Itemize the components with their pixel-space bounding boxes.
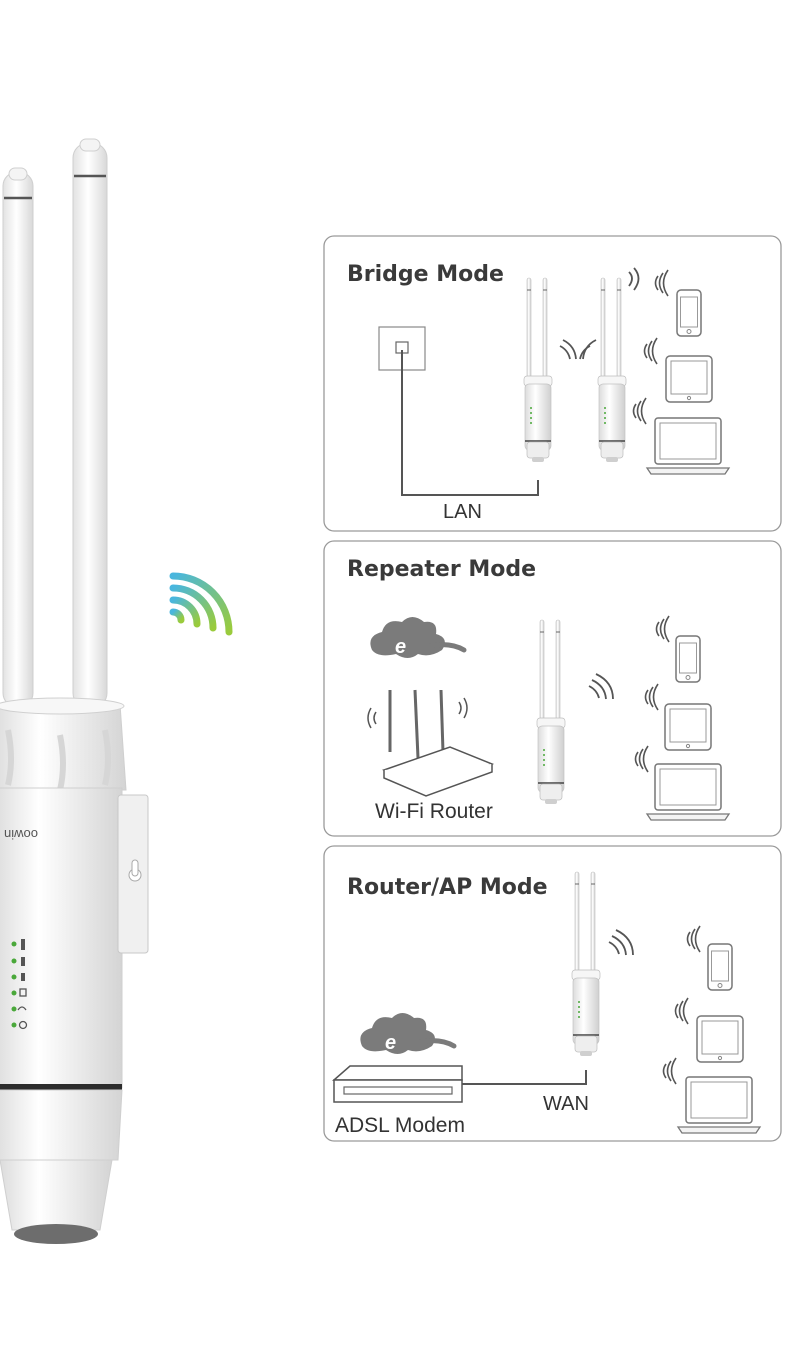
wifi-signal-icon <box>559 267 640 360</box>
svg-text:e: e <box>385 1032 396 1054</box>
panel-bridge-mode: Bridge Mode LAN <box>323 235 782 532</box>
wifi-router-label: Wi-Fi Router <box>375 800 493 823</box>
panel-title: Router/AP Mode <box>347 875 548 900</box>
panel-repeater-mode: Repeater Mode e Wi-Fi Router <box>323 540 782 837</box>
wan-label: WAN <box>543 1093 589 1115</box>
panel-title: Repeater Mode <box>347 557 536 582</box>
led-indicators <box>11 939 28 1030</box>
antenna-left <box>2 167 34 708</box>
panel-router-ap-mode: Router/AP Mode e WAN ADSL Modem <box>323 845 782 1142</box>
phone-icon <box>675 635 701 683</box>
wifi-signal-icon <box>588 673 614 700</box>
panel-title: Bridge Mode <box>347 262 504 287</box>
lan-cable <box>401 350 539 496</box>
adsl-modem-label: ADSL Modem <box>335 1114 465 1137</box>
wifi-waves-icon <box>169 572 233 636</box>
router-icon <box>367 689 495 797</box>
wan-cable <box>462 1070 587 1085</box>
cloud-internet-icon: e <box>370 617 467 658</box>
lan-label: LAN <box>443 501 482 523</box>
tablet-icon <box>665 355 713 403</box>
antenna-right <box>72 138 108 709</box>
outdoor-access-point-product: oowin <box>0 138 149 1244</box>
wifi-signal-icon <box>608 929 634 956</box>
tablet-icon <box>664 703 712 751</box>
mounting-bracket <box>117 794 149 954</box>
tablet-icon <box>696 1015 744 1063</box>
phone-icon <box>676 289 702 337</box>
phone-icon <box>707 943 733 991</box>
svg-text:e: e <box>395 636 406 658</box>
cloud-internet-icon: e <box>360 1013 457 1054</box>
modem-icon <box>332 1065 463 1103</box>
brand-text: oowin <box>4 827 38 842</box>
